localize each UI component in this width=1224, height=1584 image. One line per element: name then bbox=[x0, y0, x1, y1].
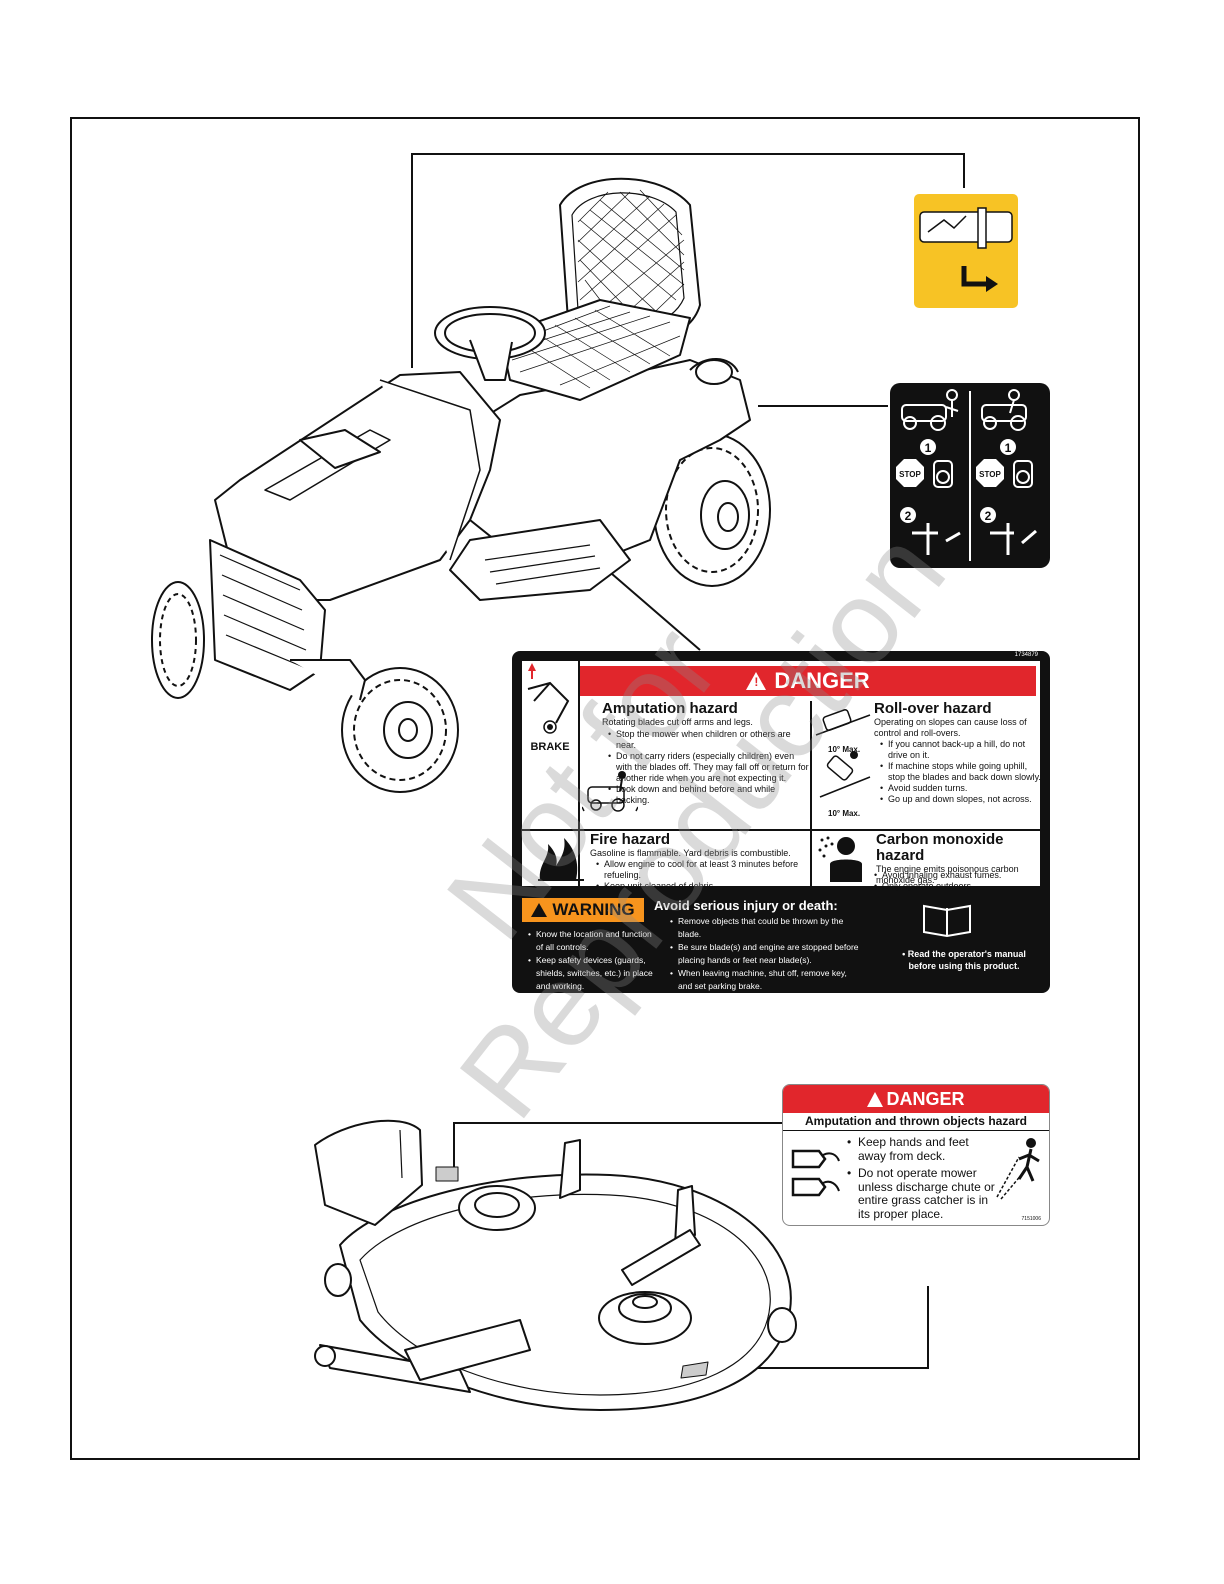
list-item: Stop the mower when children or others a… bbox=[608, 729, 810, 751]
rollover-cell: 10° Max. 10° Max. Roll-over hazard Opera… bbox=[814, 700, 1041, 827]
step-1-number: 1 bbox=[925, 441, 932, 455]
warning-section: WARNING Avoid serious injury or death: K… bbox=[522, 896, 1040, 991]
list-item: Look down and behind before and while ba… bbox=[608, 784, 810, 806]
deck-hazard-list: Keep hands and feet away from deck. Do n… bbox=[845, 1135, 995, 1225]
leader-deck-top bbox=[453, 1122, 782, 1170]
list-item: Keep safety devices (guards, shields, sw… bbox=[528, 954, 656, 993]
rollover-list: If you cannot back-up a hill, do not dri… bbox=[874, 739, 1046, 805]
step-2-number: 2 bbox=[905, 509, 912, 523]
manual-note: • Read the operator's manual before usin… bbox=[902, 949, 1026, 971]
stop-sign-left: STOP bbox=[899, 470, 921, 479]
amputation-intro: Rotating blades cut off arms and legs. bbox=[602, 717, 753, 727]
list-item: When leaving machine, shut off, remove k… bbox=[670, 967, 860, 993]
deck-subtitle: Amputation and thrown objects hazard bbox=[783, 1114, 1049, 1131]
fire-icon bbox=[538, 838, 584, 881]
deck-part-number: 7151006 bbox=[1021, 1216, 1041, 1222]
carbon-list: Avoid inhaling exhaust fumes. Only opera… bbox=[868, 870, 1044, 892]
list-item: Be sure blade(s) and engine are stopped … bbox=[670, 941, 860, 967]
carbon-title: Carbon monoxide hazard bbox=[876, 831, 1004, 864]
rollover-title: Roll-over hazard bbox=[874, 700, 992, 717]
step-2-number-right: 2 bbox=[985, 509, 992, 523]
deck-danger-banner: DANGER bbox=[783, 1085, 1049, 1113]
leader-deck-bottom bbox=[700, 1286, 929, 1369]
warning-label: WARNING bbox=[552, 900, 635, 919]
warning-triangle-icon bbox=[867, 1091, 884, 1107]
warning-label-box: WARNING bbox=[522, 898, 644, 922]
parking-procedure-icon: 1 1 STOP STOP 2 2 bbox=[896, 389, 1037, 561]
list-item: Do not carry riders (especially children… bbox=[608, 751, 810, 784]
part-number: 1734879 bbox=[1014, 652, 1038, 658]
slope-rollover-icon bbox=[815, 709, 871, 798]
leader-seat-decal bbox=[411, 153, 965, 368]
parking-brake-decal: 1 1 STOP STOP 2 2 bbox=[890, 383, 1050, 568]
fire-intro: Gasoline is flammable. Yard debris is co… bbox=[590, 848, 791, 858]
list-item: Avoid inhaling exhaust fumes. bbox=[874, 870, 1044, 881]
list-item: Remove objects that could be thrown by t… bbox=[670, 915, 860, 941]
amputation-title: Amputation hazard bbox=[602, 700, 738, 717]
warning-headline: Avoid serious injury or death: bbox=[654, 898, 838, 913]
hand-foot-blade-icon bbox=[791, 1149, 840, 1197]
fire-cell: Fire hazard Gasoline is flammable. Yard … bbox=[532, 831, 810, 892]
list-item: If you cannot back-up a hill, do not dri… bbox=[880, 739, 1046, 761]
list-item: Keep unit cleaned of debris. bbox=[596, 881, 816, 892]
brake-label: BRAKE bbox=[530, 741, 570, 753]
operators-manual-icon bbox=[923, 904, 971, 938]
list-item: Know the location and function of all co… bbox=[528, 928, 656, 954]
danger-banner: DANGER bbox=[580, 666, 1036, 696]
warning-list-right: Remove objects that could be thrown by t… bbox=[670, 915, 860, 993]
list-item: Only operate outdoors. bbox=[874, 881, 1044, 892]
fire-title: Fire hazard bbox=[590, 831, 671, 848]
list-item: Keep hands and feet away from deck. bbox=[845, 1135, 995, 1163]
rollover-intro: Operating on slopes can cause loss of co… bbox=[874, 717, 1027, 738]
list-item: Avoid sudden turns. bbox=[880, 783, 1046, 794]
brake-column: BRAKE bbox=[522, 661, 580, 886]
list-item: Go up and down slopes, not across. bbox=[880, 794, 1046, 805]
list-item: Do not operate mower unless discharge ch… bbox=[845, 1166, 995, 1221]
fire-list: Allow engine to cool for at least 3 minu… bbox=[590, 859, 816, 892]
step-1-number-right: 1 bbox=[1005, 441, 1012, 455]
divider bbox=[810, 701, 812, 886]
divider bbox=[522, 829, 1040, 831]
warning-list-left: Know the location and function of all co… bbox=[528, 928, 656, 993]
amputation-list: Stop the mower when children or others a… bbox=[602, 729, 810, 806]
slope-label-2: 10° Max. bbox=[828, 809, 861, 818]
deck-danger-text: DANGER bbox=[886, 1088, 965, 1109]
seat-lever-icon bbox=[919, 207, 1013, 292]
deck-danger-decal: DANGER Amputation and thrown objects haz… bbox=[782, 1084, 1050, 1226]
fumes-person-icon bbox=[818, 836, 862, 882]
slope-label-1: 10° Max. bbox=[828, 745, 861, 754]
list-item: If machine stops while going uphill, sto… bbox=[880, 761, 1046, 783]
main-decal-panel: BRAKE DANGER Amputation hazard Rotating … bbox=[522, 661, 1041, 892]
warning-triangle-icon bbox=[531, 903, 548, 917]
seat-decal bbox=[914, 194, 1018, 308]
brake-pedal-icon bbox=[527, 663, 570, 734]
thrown-objects-person-icon bbox=[996, 1138, 1040, 1200]
list-item: Allow engine to cool for at least 3 minu… bbox=[596, 859, 816, 881]
danger-banner-text: DANGER bbox=[774, 668, 870, 693]
amputation-cell: Amputation hazard Rotating blades cut of… bbox=[582, 700, 810, 827]
stop-sign-right: STOP bbox=[979, 470, 1001, 479]
page-frame bbox=[70, 117, 1140, 1460]
carbon-monoxide-cell: Carbon monoxide hazard The engine emits … bbox=[814, 831, 1038, 892]
warning-triangle-icon bbox=[746, 672, 767, 690]
main-danger-decal: 1734879 BRAKE DANGER bbox=[512, 651, 1050, 993]
